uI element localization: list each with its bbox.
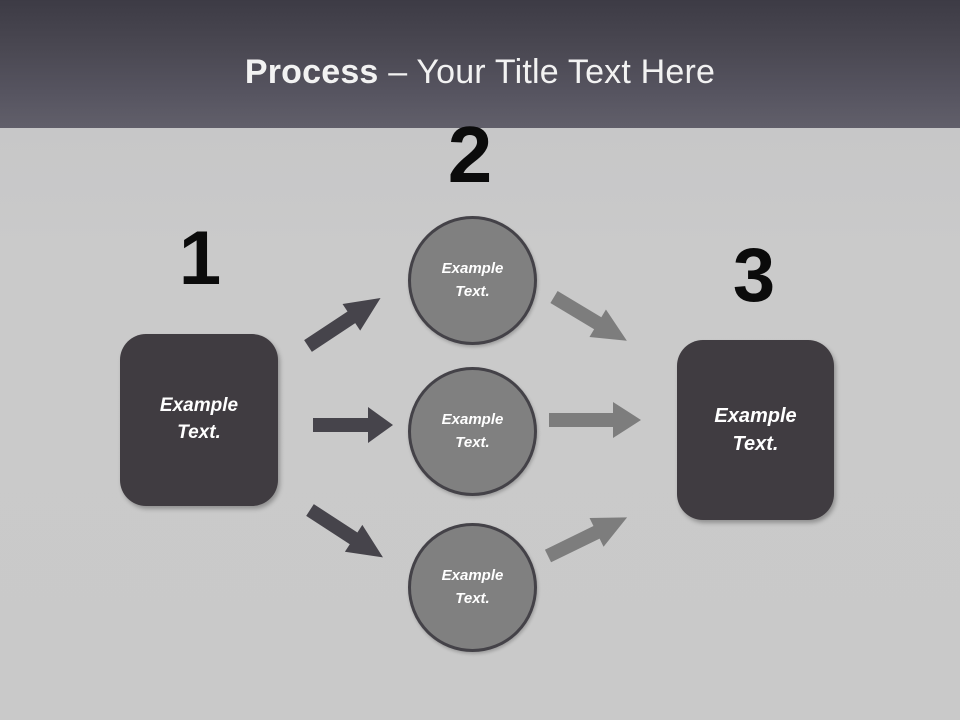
connector-arrow-right-icon — [311, 403, 397, 447]
stage-two-circle-3-line1: Example — [441, 567, 504, 584]
stage-three-box-label: Example Text. — [714, 402, 796, 459]
stage-two-circle-2-line1: Example — [441, 411, 504, 428]
connector-arrow-down-right-light-icon — [546, 285, 650, 365]
stage-two-circle-1-line2: Text. — [455, 282, 490, 300]
stage-two-circle-2[interactable]: Example Text. — [408, 367, 537, 496]
title-banner — [0, 0, 960, 128]
stage-two-circle-1-line1: Example — [441, 260, 504, 277]
stage-two-circle-3-label: Example Text. — [442, 565, 504, 610]
connector-arrow-up-right-light-icon — [540, 494, 644, 574]
connector-arrow-right-light-icon — [547, 398, 647, 442]
connector-arrow-up-right-icon — [300, 278, 404, 358]
stage-one-box-label-line2: Text. — [177, 422, 221, 443]
slide-title: Process – Your Title Text Here — [0, 51, 960, 93]
stage-two-circle-3-line2: Text. — [455, 589, 490, 607]
step-number-2: 2 — [447, 110, 493, 199]
step-number-1: 1 — [178, 216, 222, 301]
stage-one-box-label-line1: Example — [159, 395, 239, 417]
stage-one-box-label: Example Text. — [160, 393, 238, 447]
stage-three-box-label-line1: Example — [714, 404, 797, 427]
stage-one-box[interactable]: Example Text. — [120, 334, 278, 506]
stage-three-box[interactable]: Example Text. — [677, 340, 834, 520]
stage-two-circle-2-label: Example Text. — [442, 409, 504, 454]
title-rest-part: – Your Title Text Here — [378, 53, 716, 91]
stage-two-circle-1[interactable]: Example Text. — [408, 216, 537, 345]
connector-arrow-down-right-icon — [302, 498, 406, 580]
stage-two-circle-2-line2: Text. — [455, 433, 490, 451]
stage-two-circle-3[interactable]: Example Text. — [408, 523, 537, 652]
title-bold-part: Process — [244, 53, 379, 91]
stage-two-circle-1-label: Example Text. — [442, 258, 504, 303]
step-number-3: 3 — [732, 233, 776, 318]
stage-three-box-label-line2: Text. — [732, 433, 779, 455]
